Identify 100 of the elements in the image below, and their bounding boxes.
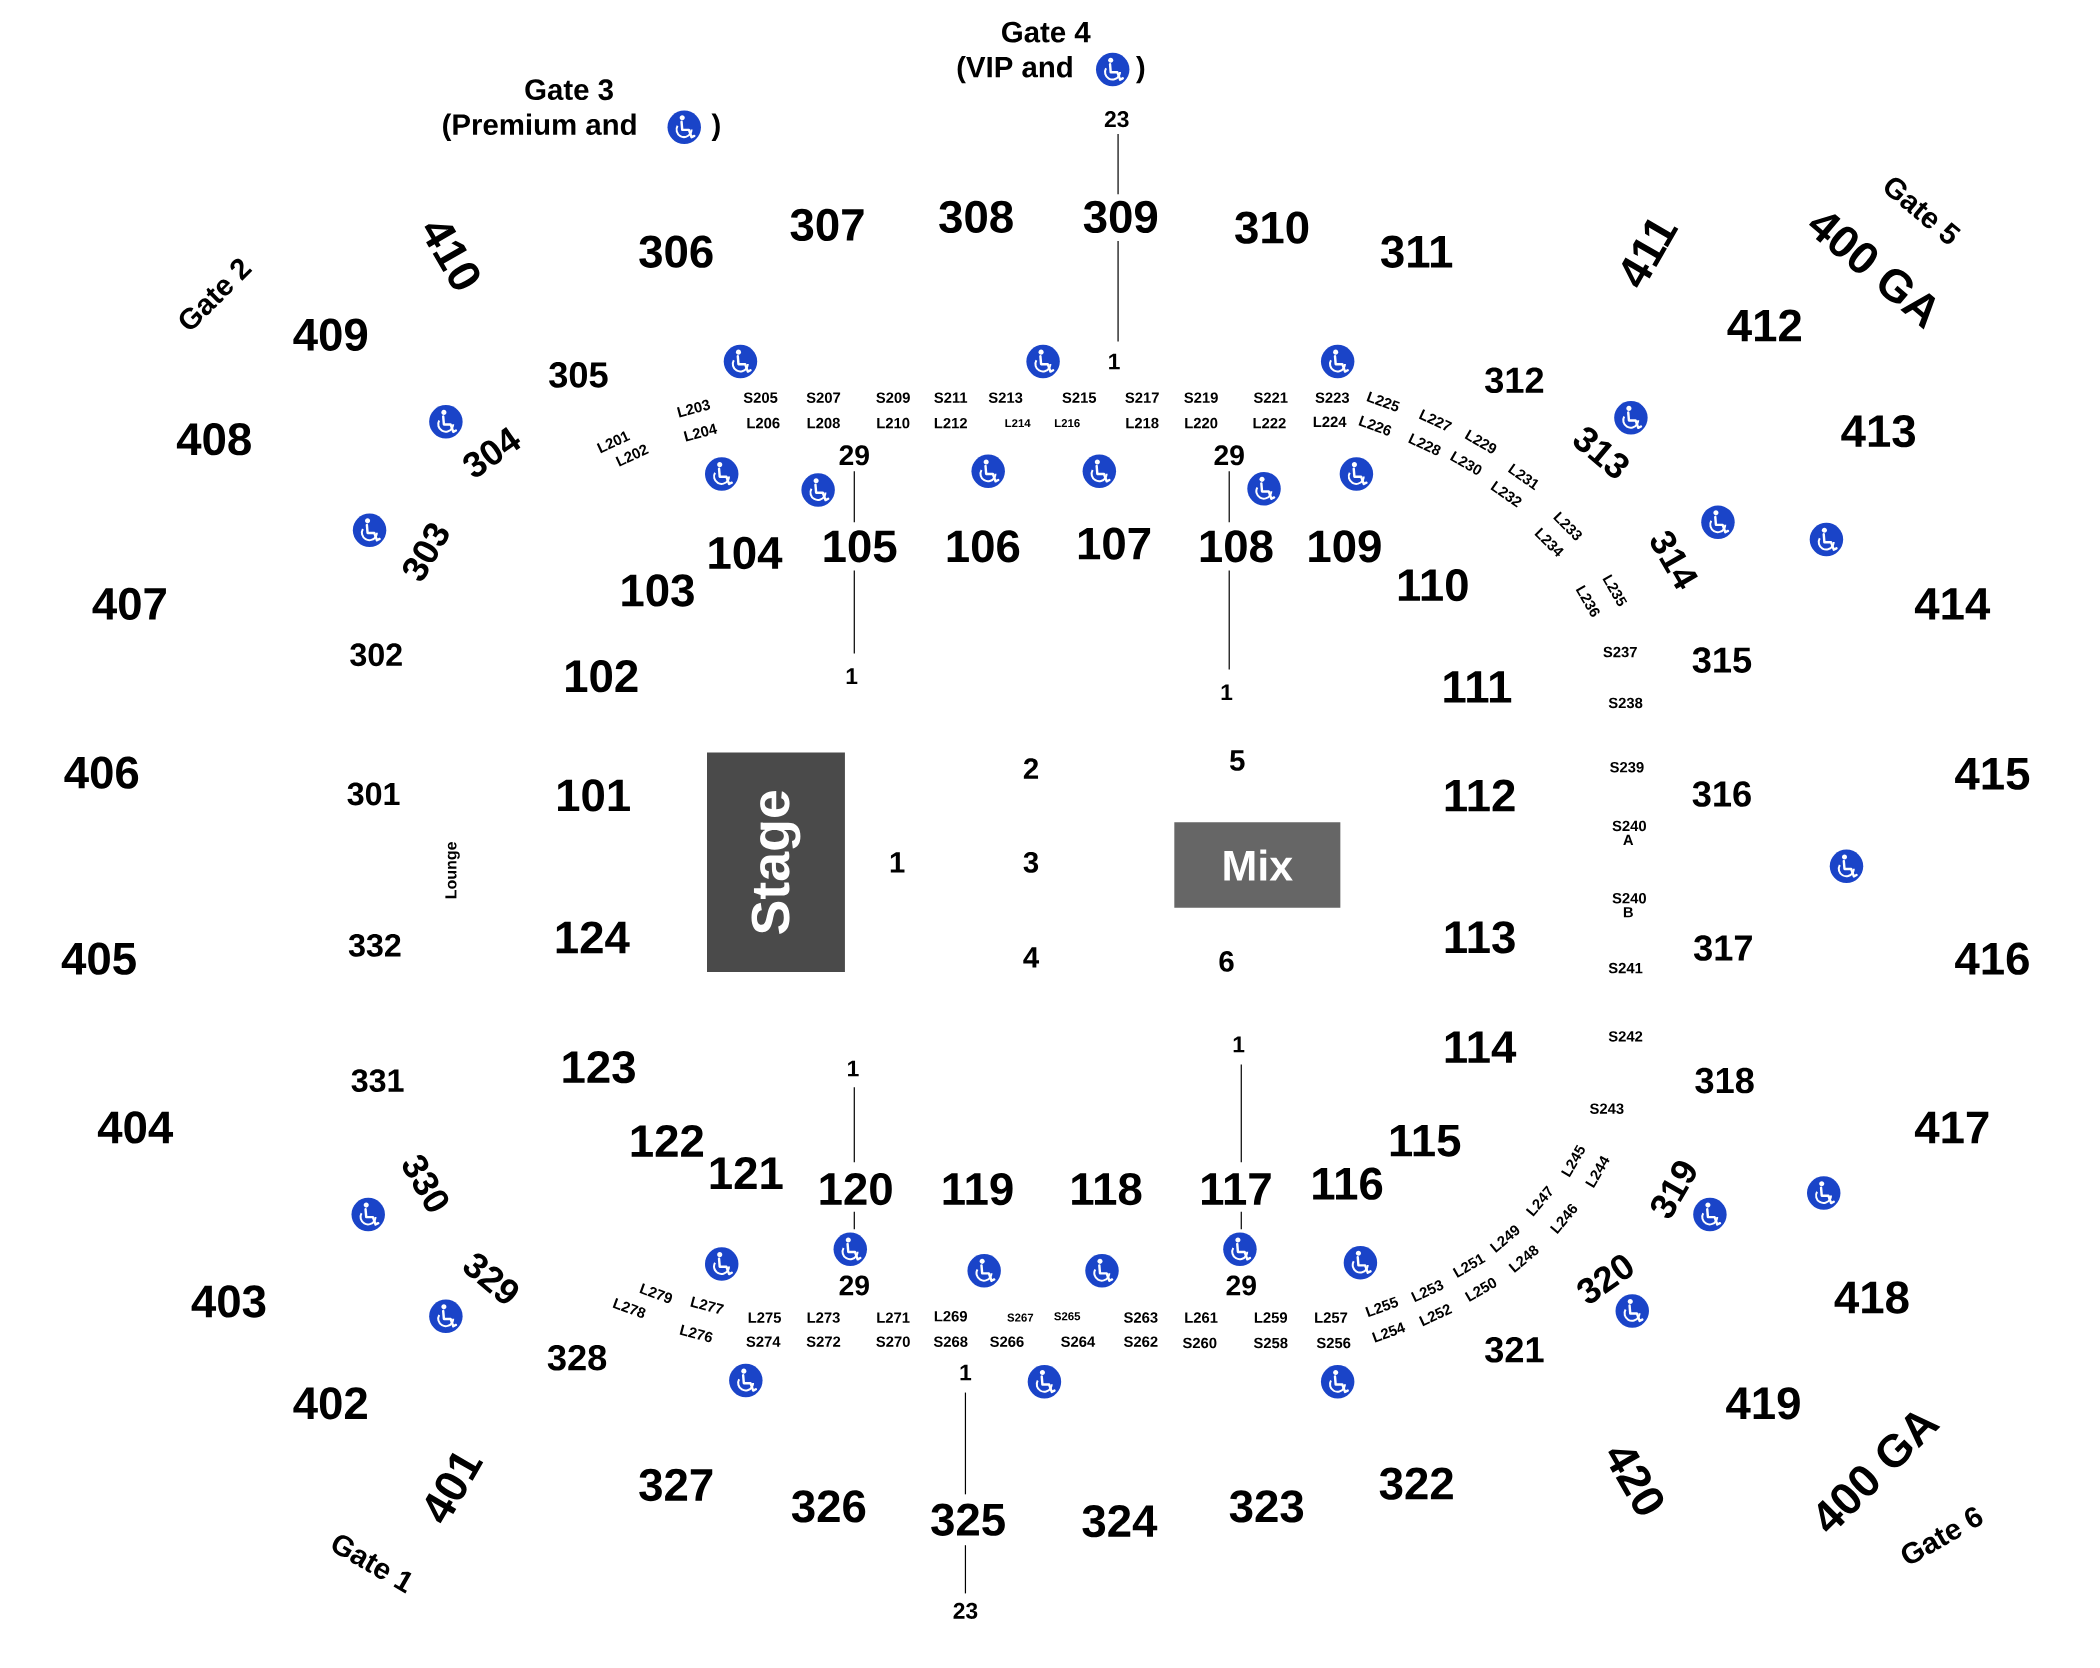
section-number: 419 xyxy=(1726,1387,1800,1420)
seat-box-label: L227 xyxy=(1418,409,1453,431)
seat-box-label: L276 xyxy=(679,1324,713,1343)
seat-box-label: L210 xyxy=(877,417,910,429)
section-number: 312 xyxy=(1485,367,1544,394)
section-number: 413 xyxy=(1841,415,1915,448)
seat-box-label: L261 xyxy=(1185,1312,1218,1323)
section-number: 420 xyxy=(1608,1449,1664,1515)
section-number: 123 xyxy=(563,1051,635,1084)
seat-box-label: S239 xyxy=(1610,761,1644,773)
row-number: 1 xyxy=(1221,684,1233,701)
section-number: 415 xyxy=(1955,758,2030,790)
lounge-label: Lounge xyxy=(445,842,460,899)
row-number: 1 xyxy=(846,668,858,685)
section-number: 323 xyxy=(1229,1490,1304,1523)
seat-box-label: L277 xyxy=(690,1296,724,1314)
section-number: 401 xyxy=(425,1452,484,1524)
section-number: 101 xyxy=(558,779,630,812)
section-number: 403 xyxy=(191,1285,266,1318)
row-number: 23 xyxy=(1104,111,1129,128)
section-number: 303 xyxy=(403,523,449,581)
section-number: 116 xyxy=(1313,1167,1383,1200)
section-number: 304 xyxy=(463,427,521,477)
row-number: 29 xyxy=(1226,1275,1256,1296)
seat-box-label: S243 xyxy=(1589,1103,1624,1114)
section-number: 105 xyxy=(824,530,897,563)
seat-box-label: S258 xyxy=(1253,1337,1288,1349)
section-number: 326 xyxy=(791,1490,866,1523)
section-number: 330 xyxy=(402,1154,449,1212)
seat-box-label: S211 xyxy=(934,392,968,403)
seat-box-label: S223 xyxy=(1315,392,1350,403)
section-number: 319 xyxy=(1651,1161,1696,1219)
gate-label: Gate 3 xyxy=(525,79,613,101)
seat-box-label: S219 xyxy=(1184,392,1218,403)
seat-box-label: S241 xyxy=(1608,962,1643,974)
seat-box-label: L220 xyxy=(1185,417,1218,429)
row-number: 1 xyxy=(848,1060,859,1077)
section-number: 402 xyxy=(293,1387,367,1420)
seat-box-label: S272 xyxy=(806,1336,841,1347)
seat-box-label: L251 xyxy=(1452,1253,1486,1278)
seat-box-label: L228 xyxy=(1408,433,1441,456)
row-number: 29 xyxy=(1214,445,1244,466)
section-number: 308 xyxy=(939,200,1013,234)
seat-box-label: S213 xyxy=(988,392,1023,403)
section-number: 5 xyxy=(1230,750,1245,771)
seat-box-label: S263 xyxy=(1124,1312,1158,1323)
seat-box-label: S268 xyxy=(933,1336,968,1347)
seat-box-label: L275 xyxy=(748,1312,781,1323)
seat-box-label: L269 xyxy=(934,1311,967,1322)
section-number: 6 xyxy=(1219,951,1234,972)
section-number: 113 xyxy=(1445,921,1515,954)
mix-box: Mix xyxy=(1174,822,1341,908)
section-number: 301 xyxy=(347,782,400,806)
seat-box-label: S267 xyxy=(1007,1313,1034,1322)
section-number: 418 xyxy=(1834,1281,1909,1314)
gate-label: ) xyxy=(711,113,720,141)
row-number: 1 xyxy=(960,1364,972,1381)
section-number: 111 xyxy=(1444,671,1512,703)
section-number: 329 xyxy=(463,1253,519,1304)
seat-box-label: S262 xyxy=(1124,1336,1158,1347)
section-number: 114 xyxy=(1445,1031,1517,1063)
section-number: 315 xyxy=(1692,647,1752,673)
section-number: 110 xyxy=(1398,569,1468,602)
seat-box-label: L255 xyxy=(1365,1296,1399,1318)
stage-box: Stage xyxy=(707,752,845,973)
section-number: 120 xyxy=(820,1172,892,1206)
section-number: 106 xyxy=(947,530,1020,563)
row-number: 1 xyxy=(1233,1036,1245,1053)
seat-box-label: L206 xyxy=(747,417,780,429)
seat-box-label: L216 xyxy=(1054,419,1080,428)
gate-label: (VIP and xyxy=(957,55,1072,84)
section-number: 404 xyxy=(97,1111,174,1144)
seat-box-label: L214 xyxy=(1005,419,1031,428)
seat-box-label: L252 xyxy=(1418,1304,1453,1327)
seat-box-label: S238 xyxy=(1608,697,1643,709)
section-number: 407 xyxy=(92,587,166,620)
section-number: 416 xyxy=(1955,942,2029,975)
seat-box-label: L203 xyxy=(676,399,711,418)
gate-label: Gate 4 xyxy=(1002,21,1091,43)
section-number: 405 xyxy=(61,942,136,975)
section-number: 118 xyxy=(1072,1172,1142,1206)
seat-box-label: L259 xyxy=(1254,1312,1288,1323)
section-number: 307 xyxy=(790,208,864,242)
section-number: 109 xyxy=(1309,530,1381,563)
seat-box-label: S265 xyxy=(1054,1312,1081,1321)
section-number: 102 xyxy=(566,660,638,693)
row-number: 1 xyxy=(1109,353,1120,370)
section-number: 117 xyxy=(1202,1173,1271,1205)
seat-box-label: S240 A xyxy=(1612,820,1646,846)
seat-box-label: L253 xyxy=(1410,1280,1444,1303)
section-number: 324 xyxy=(1082,1504,1158,1538)
seat-box-label: L218 xyxy=(1126,417,1159,429)
seat-box-label: S237 xyxy=(1603,646,1637,658)
section-number: 410 xyxy=(424,224,480,290)
section-number: 107 xyxy=(1078,527,1151,560)
section-number: 1 xyxy=(890,852,905,873)
seat-box-label: L250 xyxy=(1464,1278,1497,1302)
seat-box-label: S207 xyxy=(806,392,841,403)
section-number: 4 xyxy=(1023,947,1040,968)
seat-box-label: S217 xyxy=(1125,392,1159,403)
